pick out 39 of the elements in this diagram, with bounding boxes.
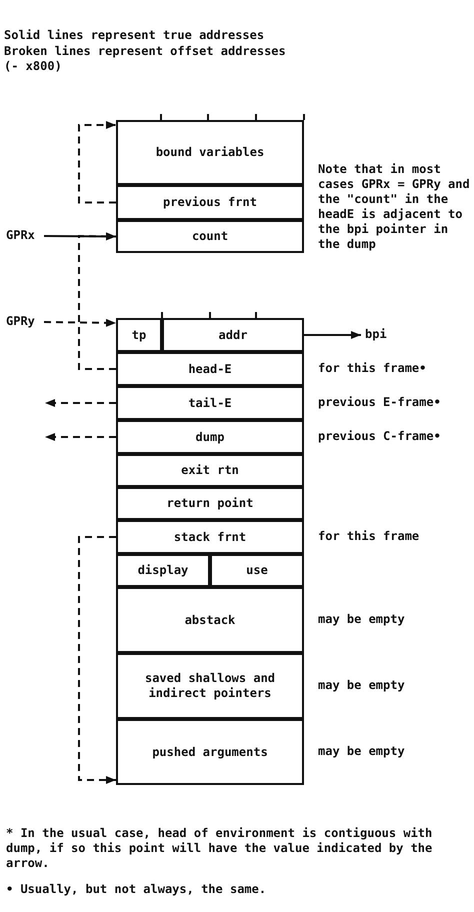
dashed-arrow (78, 232, 116, 370)
side-note: previous C-frame• (318, 429, 441, 444)
memory-cell: tail-E (116, 386, 304, 420)
side-note: for this frame (318, 529, 420, 544)
arrow (304, 331, 361, 339)
side-note: previous E-frame• (318, 395, 441, 410)
footnote: * In the usual case, head of environment is contiguous with dump, if so this point will have the value indicated by the arrow. (6, 826, 434, 871)
dashed-arrow (78, 121, 116, 204)
side-note: for this frame• (318, 361, 426, 376)
legend-note: Broken lines represent offset addresses (- x800) (4, 44, 287, 74)
note-text: Note that in most cases GPRx = GPRy and the "count" in the headE is adjacent to the bpi pointer in the dump (318, 162, 470, 252)
memory-cell: count (116, 220, 304, 253)
memory-cell: tp (116, 318, 162, 352)
pointer-label: GPRx (6, 228, 35, 243)
side-note: may be empty (318, 744, 405, 759)
memory-cell: use (210, 554, 304, 587)
dashed-arrow (44, 318, 116, 327)
memory-cell: bound variables (116, 120, 304, 185)
memory-cell: exit rtn (116, 454, 304, 487)
pointer-label: GPRy (6, 314, 35, 329)
memory-cell: display (116, 554, 210, 587)
memory-cell: saved shallows and indirect pointers (116, 653, 304, 719)
dashed-arrow (45, 399, 116, 407)
memory-cell: abstack (116, 587, 304, 653)
dashed-arrow (78, 536, 116, 784)
pointer-label: bpi (365, 327, 387, 342)
memory-cell: previous frnt (116, 185, 304, 220)
legend-note: Solid lines represent true addresses (4, 28, 266, 43)
side-note: may be empty (318, 612, 405, 627)
dashed-arrow (45, 433, 116, 441)
memory-cell: head-E (116, 352, 304, 386)
memory-cell: pushed arguments (116, 719, 304, 785)
memory-cell: stack frnt (116, 520, 304, 554)
memory-cell: return point (116, 487, 304, 520)
memory-cell: dump (116, 420, 304, 454)
footnote: • Usually, but not always, the same. (6, 882, 268, 897)
memory-cell: addr (162, 318, 304, 352)
arrow (44, 232, 116, 240)
side-note: may be empty (318, 678, 405, 693)
